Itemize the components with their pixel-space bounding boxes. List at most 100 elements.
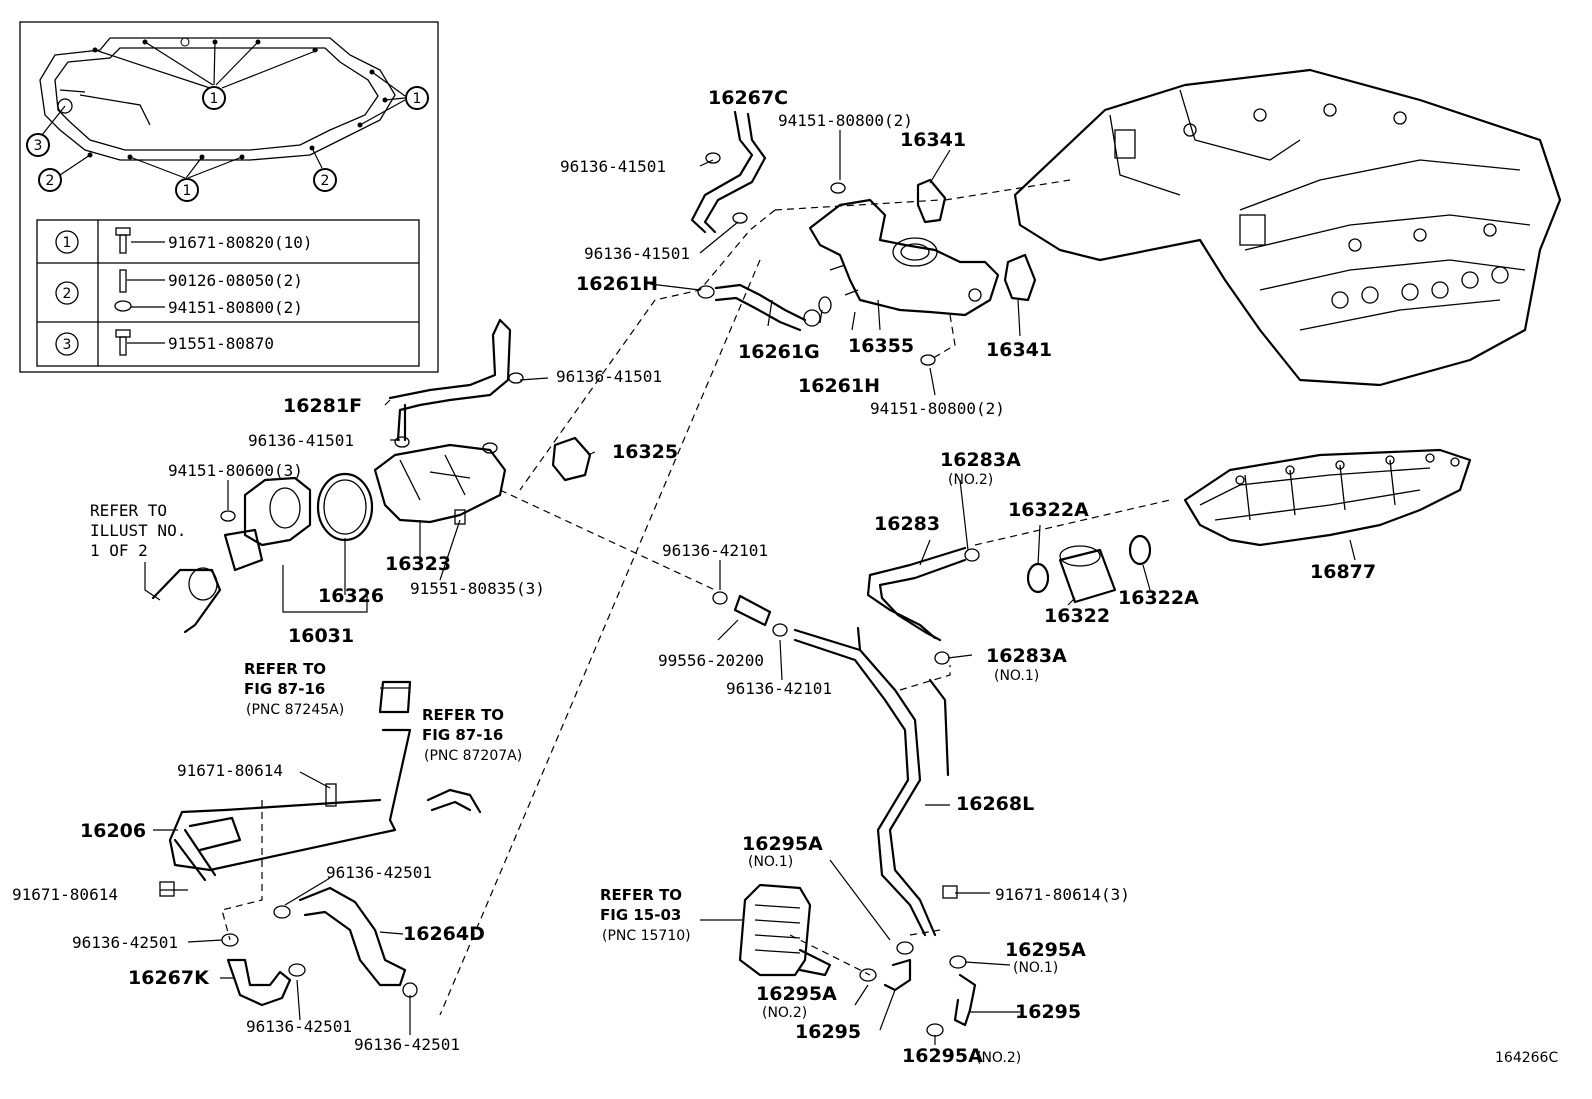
pipe-16268L [793, 626, 950, 937]
gasket-16341 [916, 178, 1037, 302]
hose-16283 [866, 546, 967, 642]
legend-part: 91671-80820(10) [168, 233, 313, 252]
hose-16267C [690, 110, 767, 234]
legend-part: 94151-80800(2) [168, 298, 303, 317]
refer-note-87245A: REFER TO FIG 87-16 (PNC 87245A) [244, 660, 344, 718]
clamp-icon [705, 152, 748, 224]
gasket-16326 [316, 472, 374, 542]
part-label: 94151-80600(3) [168, 461, 303, 480]
svg-text:REFER TO: REFER TO [90, 501, 167, 520]
part-label: 16281F [283, 395, 362, 417]
part-label: 16261H [798, 375, 880, 397]
part-label: 91671-80614 [12, 885, 118, 904]
clamp-icon [221, 905, 418, 998]
hose-16264D [298, 886, 407, 987]
bolt-icon [454, 509, 466, 525]
engine-block-illustration [1013, 68, 1562, 387]
legend-key: 2 [63, 286, 72, 302]
svg-text:(PNC 87207A): (PNC 87207A) [424, 748, 522, 764]
part-label: 96136-42501 [326, 863, 432, 882]
inset-callout: 1 [405, 86, 429, 110]
part-label: 96136-42501 [354, 1035, 460, 1054]
pipe-end-reference [151, 567, 222, 634]
part-label-sub: (NO.1) [748, 854, 793, 870]
svg-text:2: 2 [321, 173, 330, 189]
part-label: 96136-42101 [662, 541, 768, 560]
thermostat-housing-16323 [373, 442, 507, 524]
part-label: 16295 [795, 1021, 861, 1043]
nut-icon [114, 300, 132, 312]
svg-text:1: 1 [183, 183, 192, 199]
part-labels: 16267C 94151-80800(2) 16341 96136-41501 … [12, 87, 1376, 1067]
inset-callout: 2 [38, 168, 62, 192]
gasket-16325 [551, 436, 592, 482]
oil-pan-illustration [1183, 448, 1472, 547]
refer-note-15710: REFER TO FIG 15-03 (PNC 15710) [600, 886, 691, 944]
part-label: 16322 [1044, 605, 1110, 627]
bolt-icon [115, 227, 131, 254]
legend-part: 91551-80870 [168, 334, 274, 353]
legend-key: 1 [63, 235, 72, 251]
part-label: 16264D [403, 923, 485, 945]
part-label: 16341 [986, 339, 1052, 361]
pipe-16322 [1058, 545, 1117, 604]
bolt-icon [115, 329, 131, 356]
legend-key: 3 [63, 337, 72, 353]
bolt-icon [159, 783, 337, 897]
part-label: 96136-41501 [556, 367, 662, 386]
part-label: 16206 [80, 820, 146, 842]
pipe-16206 [168, 680, 412, 882]
part-label: 16877 [1310, 561, 1376, 583]
part-label-sub: (NO.1) [1013, 960, 1058, 976]
part-label: 91671-80614 [177, 761, 283, 780]
part-label-sub: (NO.2) [948, 472, 993, 488]
part-label: 16267K [128, 967, 210, 989]
part-label: 94151-80800(2) [870, 399, 1005, 418]
part-label: 94151-80800(2) [778, 111, 913, 130]
part-label: 16261G [738, 341, 820, 363]
part-label: 16326 [318, 585, 384, 607]
stud-icon [119, 269, 127, 293]
hose-16261G [697, 283, 832, 332]
diagram-id: 164266C [1495, 1050, 1558, 1066]
inset-callout: 1 [175, 178, 199, 202]
hose-16267K [226, 958, 292, 1007]
svg-text:(PNC 15710): (PNC 15710) [602, 928, 691, 944]
part-label: 16268L [956, 793, 1034, 815]
part-label: 96136-42101 [726, 679, 832, 698]
svg-text:FIG 87-16: FIG 87-16 [244, 680, 325, 698]
svg-text:REFER TO: REFER TO [244, 660, 326, 678]
oil-cooler-illustration [738, 883, 832, 977]
svg-text:REFER TO: REFER TO [600, 886, 682, 904]
part-label: 96136-42501 [72, 933, 178, 952]
part-label: 16267C [708, 87, 788, 109]
part-label: 96136-42501 [246, 1017, 352, 1036]
part-label: 16283A [940, 449, 1021, 471]
inset-legend-table: 1 2 3 91671-80820(10) 90126-08050(2) 941… [36, 219, 420, 367]
part-label: 16031 [288, 625, 354, 647]
o-ring-16322A [1026, 534, 1152, 594]
hose-99556-20200 [733, 594, 772, 627]
part-label-sub: (NO.1) [994, 668, 1039, 684]
part-label: 91551-80835(3) [410, 579, 545, 598]
svg-text:REFER TO: REFER TO [422, 706, 504, 724]
clamp-icon [859, 941, 967, 1037]
svg-text:ILLUST NO.: ILLUST NO. [90, 521, 186, 540]
part-label: 16295 [1015, 1001, 1081, 1023]
water-outlet-16355 [808, 198, 1000, 317]
svg-text:FIG 15-03: FIG 15-03 [600, 906, 681, 924]
clamp-icon [712, 548, 980, 665]
part-label: 16283 [874, 513, 940, 535]
part-label: 16322A [1118, 587, 1199, 609]
part-label: 16325 [612, 441, 678, 463]
refer-note-illust: REFER TO ILLUST NO. 1 OF 2 [90, 501, 186, 560]
inset-callout: 2 [313, 168, 337, 192]
svg-text:1: 1 [413, 91, 422, 107]
hose-refer-87207A [426, 788, 482, 814]
inset-panel: 1 1 1 2 2 3 1 2 3 91671-80820(10) 90126-… [19, 21, 439, 373]
dashed-connectors [221, 179, 1171, 1016]
refer-note-87207A: REFER TO FIG 87-16 (PNC 87207A) [422, 706, 522, 764]
clamp-icon [394, 372, 524, 448]
leader-lines [144, 130, 1356, 1045]
